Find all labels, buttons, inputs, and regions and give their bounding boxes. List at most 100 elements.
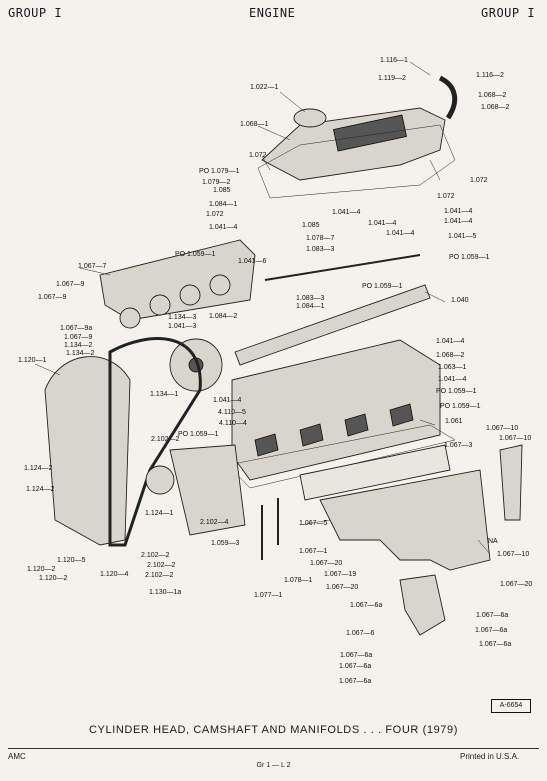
part-label: 1.067—10 — [497, 551, 529, 558]
part-label: 1.067—20 — [326, 584, 358, 591]
intake-port-1 — [119, 307, 141, 329]
part-label: 4.110—5 — [218, 409, 246, 416]
page-number: Gr 1 — L 2 — [256, 762, 291, 769]
part-label: PO 1.059—1 — [175, 251, 216, 258]
part-label: 1.072 — [249, 152, 267, 159]
part-label: 1.134—2 — [66, 350, 95, 357]
part-label: 1.067—19 — [324, 571, 356, 578]
part-label: 1.130—1a — [149, 589, 181, 596]
part-labels: 1.116—1 1.116—2 1.119—2 1.068—2 1.068—2 1.022… — [18, 57, 532, 685]
part-label: 1.116—2 — [476, 72, 504, 79]
head-ports — [254, 403, 414, 457]
part-label: 1.124—1 — [145, 510, 174, 517]
part-label: 1.041—4 — [444, 218, 473, 225]
alternator-bracket — [499, 444, 523, 521]
part-label: PO 1.059—1 — [178, 431, 219, 438]
part-label: 1.084—1 — [296, 303, 325, 310]
part-label: 1.072 — [470, 177, 488, 184]
part-label: 1.061 — [445, 418, 463, 425]
part-label: PO 1.059—1 — [440, 403, 481, 410]
part-label: 1.067—9 — [56, 281, 85, 288]
exhaust-manifold — [319, 469, 491, 571]
part-label: 1.067—10 — [499, 435, 531, 442]
part-label: 1.068—2 — [478, 92, 507, 99]
part-label: 1.067—3 — [444, 442, 473, 449]
part-label: PO 1.059—1 — [362, 283, 403, 290]
part-label: 1.022—1 — [250, 84, 279, 91]
part-label: 1.119—2 — [378, 75, 406, 82]
part-label: PO 1.059—1 — [436, 388, 477, 395]
part-label: 1.041—4 — [368, 220, 397, 227]
part-label: 1.072 — [206, 211, 224, 218]
belt-tensioner — [145, 465, 175, 495]
part-label: 1.067—6a — [350, 602, 382, 609]
part-label: 1.067—6a — [340, 652, 372, 659]
water-pump — [169, 444, 246, 536]
part-label: 1.059—3 — [211, 540, 240, 547]
part-label: 1.067—6a — [479, 641, 511, 648]
part-label: 1.041—4 — [213, 397, 242, 404]
part-label: 1.067—9 — [38, 294, 67, 301]
header-group-right: GROUP I — [481, 6, 536, 20]
part-label: 1.134—3 — [168, 314, 197, 321]
timing-belt-cover — [44, 356, 131, 546]
valve-cover-gasket — [257, 124, 456, 199]
part-label: 1.134—1 — [150, 391, 179, 398]
manifold-gasket — [299, 444, 451, 501]
part-label: 1.085 — [302, 222, 320, 229]
valve-cover-badge — [333, 114, 407, 152]
part-label: 1.120—1 — [18, 357, 47, 364]
part-label: 1.041—6 — [238, 258, 267, 265]
intake-port-2 — [149, 294, 171, 316]
part-label: 1.067—7 — [78, 263, 107, 270]
part-label: 1.067—6a — [339, 678, 371, 685]
part-label: 1.120—2 — [39, 575, 68, 582]
part-label: 1.078—1 — [284, 577, 313, 584]
part-label: 1.067—20 — [310, 560, 342, 567]
footer-right: Printed in U.S.A. — [460, 752, 520, 761]
part-label: 1.040 — [451, 297, 469, 304]
part-label: 1.134—2 — [64, 342, 93, 349]
figure-caption: CYLINDER HEAD, CAMSHAFT AND MANIFOLDS . … — [89, 724, 458, 736]
part-label: 1.068—2 — [481, 104, 510, 111]
part-label: 1.120—2 — [27, 566, 56, 573]
header-group-left: GROUP I — [8, 6, 63, 20]
part-label: 1.041—4 — [209, 224, 238, 231]
part-label: 1.084—1 — [209, 201, 238, 208]
rocker-shaft — [264, 254, 421, 281]
intake-port-4 — [209, 274, 231, 296]
part-label: 1.041—4 — [438, 376, 467, 383]
part-label: 2.102—2 — [147, 562, 176, 569]
part-label: 2.102—2 — [141, 552, 170, 559]
leader-lines — [34, 61, 491, 555]
part-label: 4.110—4 — [219, 420, 247, 427]
part-label: 1.067—6a — [475, 627, 507, 634]
part-label: 1.067—10 — [486, 425, 518, 432]
part-label: 1.041—3 — [168, 323, 197, 330]
part-label: 1.116—1 — [380, 57, 408, 64]
part-label: 1.077—1 — [254, 592, 283, 599]
intake-manifold — [99, 239, 256, 321]
part-label: 1.041—4 — [386, 230, 415, 237]
part-label: 1.068—1 — [240, 121, 269, 128]
part-label: 1.067—6a — [476, 612, 508, 619]
part-label: 1.067—6 — [346, 630, 375, 637]
part-label: 1.063—1 — [438, 364, 467, 371]
part-label: 1.083—3 — [306, 246, 335, 253]
footer-left: AMC — [8, 752, 26, 761]
camshaft — [234, 284, 431, 366]
part-label: 1.124—2 — [26, 486, 55, 493]
part-label: 1.085 — [213, 187, 231, 194]
oil-filler-cap — [293, 108, 327, 128]
part-label: PO 1.079—1 — [199, 168, 240, 175]
part-label: 1.068—2 — [436, 352, 465, 359]
part-label: 1.124—2 — [24, 465, 53, 472]
part-label: 1.083—3 — [296, 295, 325, 302]
part-label: 1.041—4 — [436, 338, 465, 345]
part-label: 1.041—4 — [444, 208, 473, 215]
part-label: 1.041—4 — [332, 209, 361, 216]
part-label: 1.078—7 — [306, 235, 335, 242]
part-label: 2.102—2 — [145, 572, 174, 579]
timing-belt — [108, 337, 202, 547]
